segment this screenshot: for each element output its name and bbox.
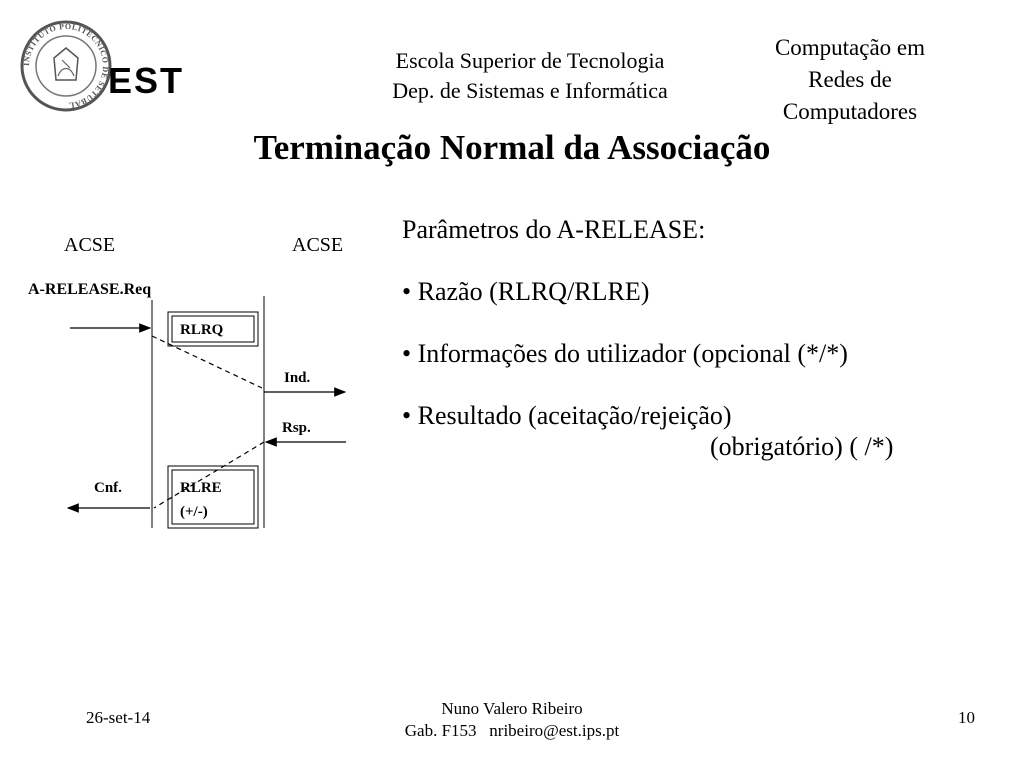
rlrq-transfer-line bbox=[151, 335, 263, 389]
author-name: Nuno Valero Ribeiro bbox=[441, 699, 583, 718]
rlre-box-inner bbox=[171, 469, 255, 525]
rlrq-box-inner bbox=[171, 315, 255, 343]
page-number: 10 bbox=[958, 708, 975, 727]
school-name: Escola Superior de Tecnologia bbox=[395, 48, 665, 73]
rlre-label: RLRE bbox=[180, 480, 222, 496]
request-label: A-RELEASE.Req bbox=[28, 281, 151, 298]
course-line-1: Computação em bbox=[774, 35, 926, 60]
response-label: Rsp. bbox=[282, 420, 311, 436]
confirm-label: Cnf. bbox=[94, 480, 122, 496]
school-block: Escola Superior de Tecnologia Dep. de Si… bbox=[330, 46, 730, 106]
parameters-heading: Parâmetros do A-RELEASE: bbox=[402, 215, 706, 244]
footer-date: 26-set-14 bbox=[86, 708, 151, 727]
footer-author-block: Nuno Valero Ribeiro Gab. F153 nribeiro@e… bbox=[312, 698, 712, 742]
indication-label: Ind. bbox=[284, 370, 311, 386]
department-name: Dep. de Sistemas e Informática bbox=[392, 78, 668, 103]
param-item-result-continuation: (obrigatório) ( /*) bbox=[710, 432, 894, 461]
rlre-box-outer bbox=[167, 465, 259, 529]
est-logo-text: EST bbox=[108, 60, 185, 101]
rlrq-box-outer bbox=[167, 311, 259, 347]
param-item-reason: • Razão (RLRQ/RLRE) bbox=[402, 277, 650, 306]
rlrq-label: RLRQ bbox=[180, 322, 224, 338]
release-sequence-diagram: ACSE ACSE A-RELEASE.Req RLRQ Ind. Rsp. R… bbox=[28, 234, 347, 529]
param-item-result: • Resultado (aceitação/rejeição) bbox=[402, 401, 732, 430]
author-contact: Gab. F153 nribeiro@est.ips.pt bbox=[404, 721, 620, 740]
course-line-2: Redes de bbox=[808, 67, 892, 92]
course-block: Computação em Redes de Computadores bbox=[735, 32, 965, 128]
slide-title: Terminação Normal da Associação bbox=[253, 128, 771, 167]
right-acse-label: ACSE bbox=[292, 234, 343, 256]
param-item-user-info: • Informações do utilizador (opcional (*… bbox=[402, 339, 848, 368]
rlre-transfer-line bbox=[153, 441, 265, 509]
institute-seal-logo: INSTITUTO POLITÉCNICO DE SETÚBAL bbox=[20, 20, 112, 112]
rlre-result-label: (+/-) bbox=[180, 504, 208, 520]
course-line-3: Computadores bbox=[782, 99, 918, 124]
parameters-list: Parâmetros do A-RELEASE: • Razão (RLRQ/R… bbox=[402, 210, 1002, 462]
left-acse-label: ACSE bbox=[64, 234, 115, 256]
